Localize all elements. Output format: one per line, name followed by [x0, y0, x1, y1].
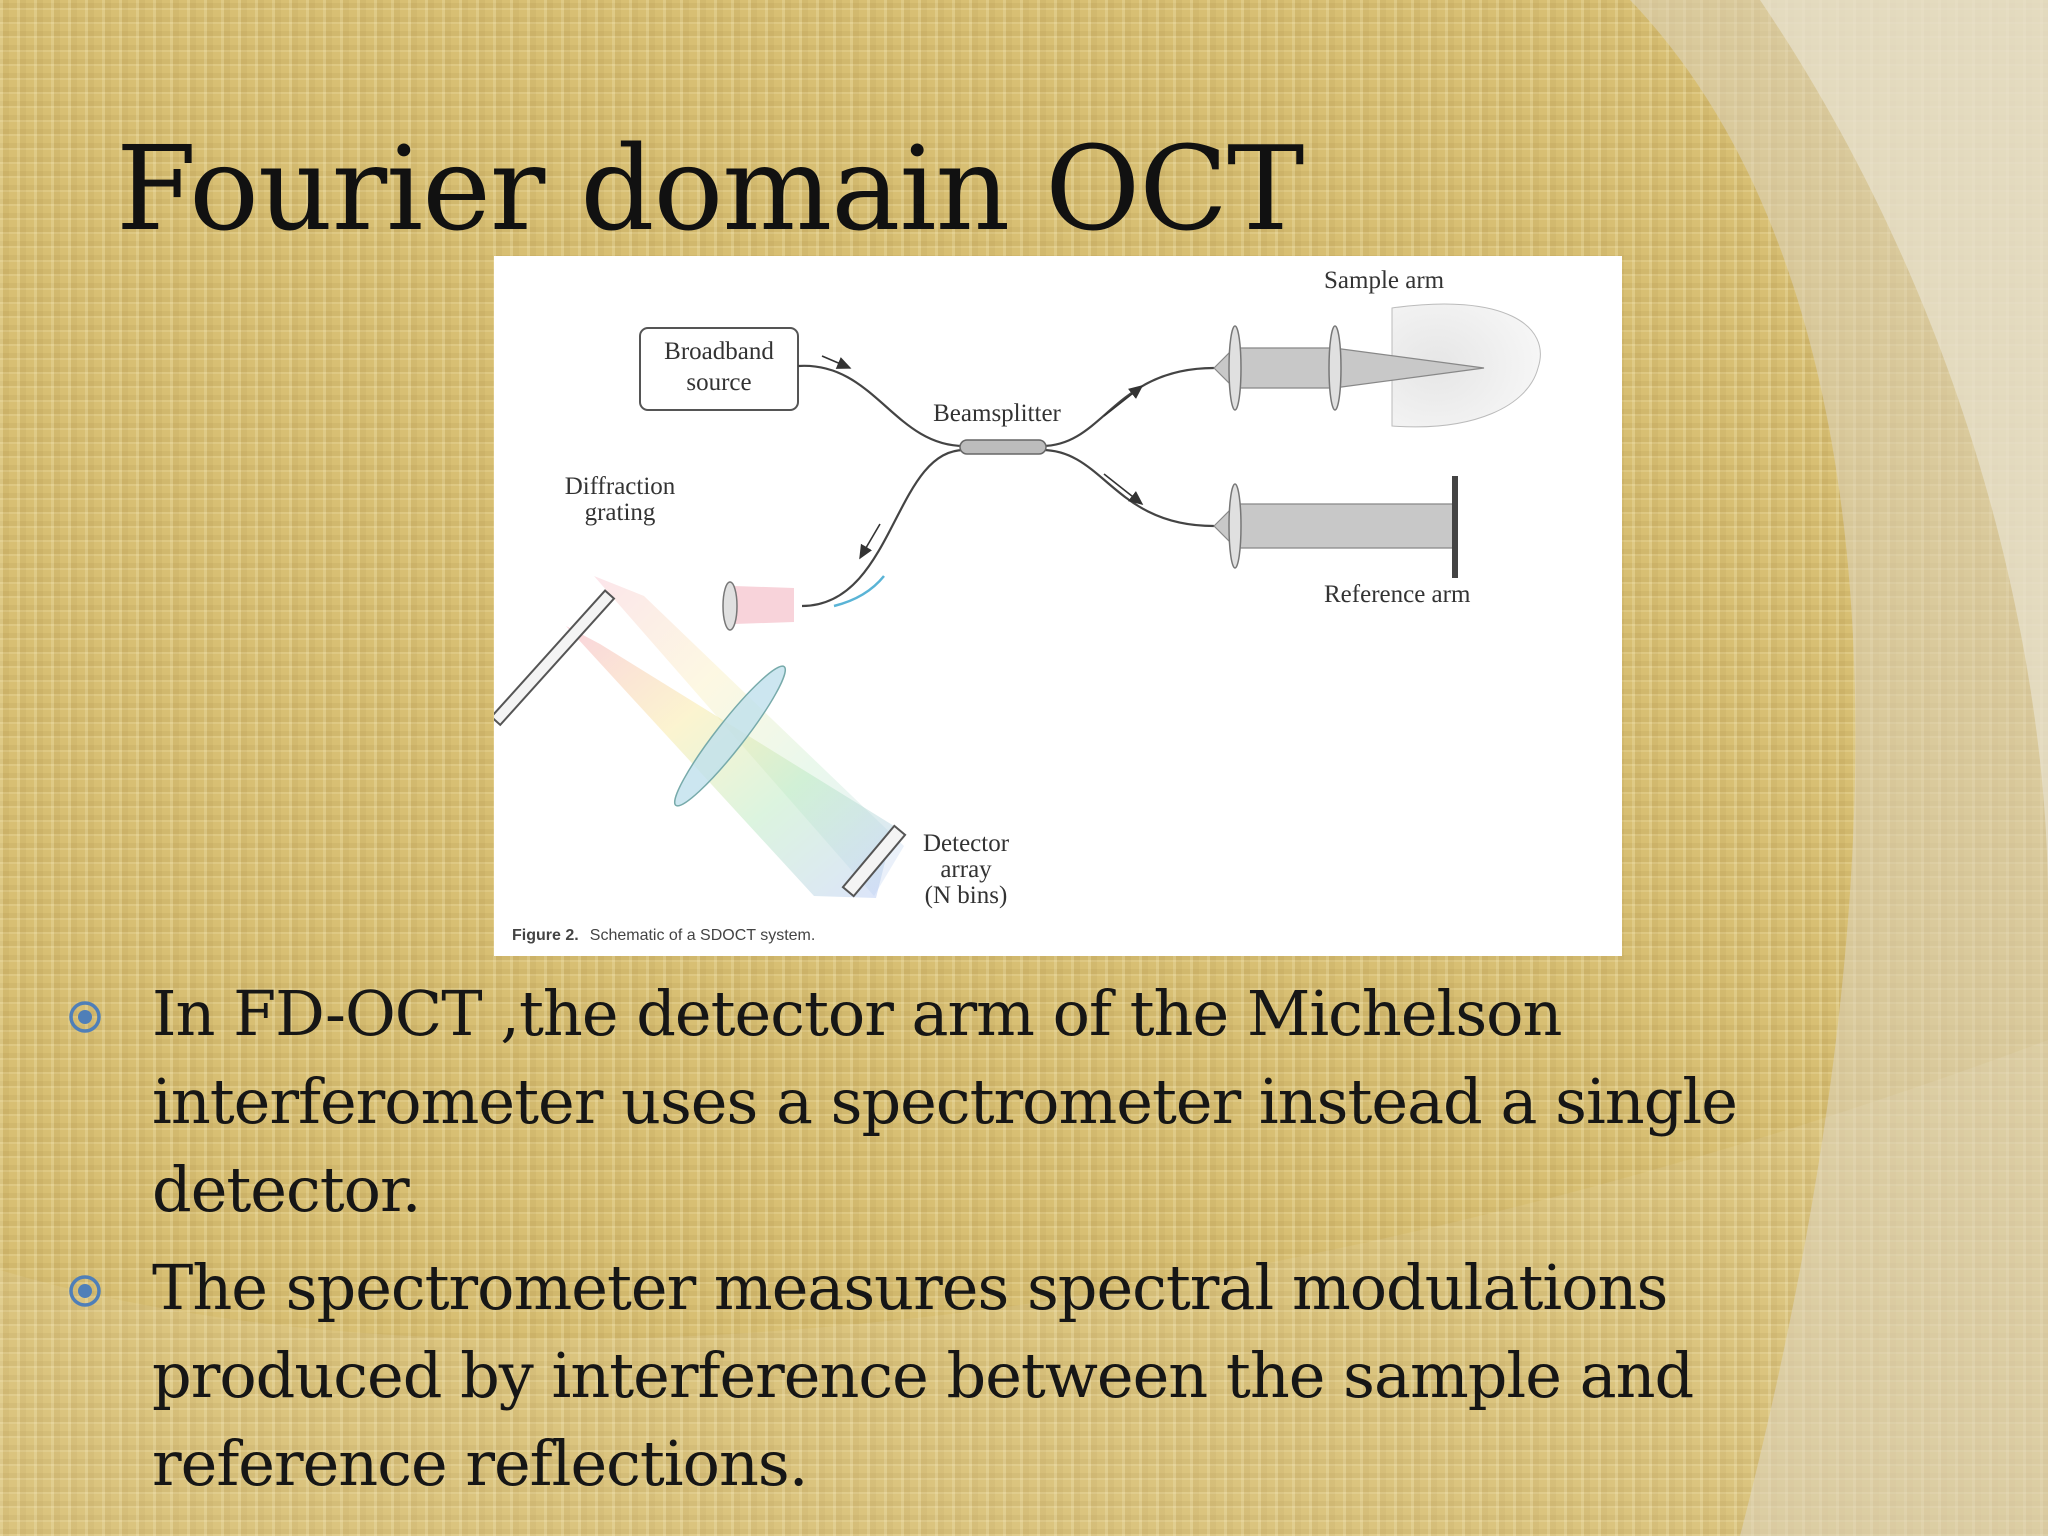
grating-label-2: grating — [585, 499, 656, 526]
broadband-label-2: source — [686, 369, 751, 396]
slide-title: Fourier domain OCT — [116, 122, 1304, 257]
spectrum-fan — [566, 626, 894, 898]
oct-schematic-figure: Broadband source Beamsplitter Sample arm — [494, 256, 1622, 956]
focusing-lens — [673, 665, 787, 807]
reference-lens — [1228, 483, 1242, 569]
broadband-label-1: Broadband — [664, 338, 774, 365]
bullet-item: In FD-OCT ,the detector arm of the Miche… — [60, 970, 1890, 1234]
detector-array — [841, 824, 907, 898]
radio-bullet-icon — [69, 1275, 101, 1307]
radio-bullet-icon — [69, 1001, 101, 1033]
beamsplitter-coupler — [959, 439, 1047, 455]
reference-beam — [1213, 503, 1455, 549]
bullet-text: In FD-OCT ,the detector arm of the Miche… — [152, 977, 1738, 1226]
broadband-source-box — [639, 327, 799, 411]
caption-label: Figure 2. — [512, 927, 579, 944]
arrow-detector — [859, 523, 881, 560]
fiber-reference — [1041, 448, 1215, 528]
caption-text: Schematic of a SDOCT system. — [590, 927, 816, 944]
sample-lens-2 — [1328, 325, 1342, 411]
sample-arm-label: Sample arm — [1324, 267, 1445, 294]
arrow-reference — [1103, 473, 1144, 505]
collimated-beam — [734, 586, 794, 624]
beamsplitter-label: Beamsplitter — [933, 400, 1061, 427]
fiber-detector — [801, 448, 965, 608]
bullet-item: The spectrometer measures spectral modul… — [60, 1244, 1890, 1508]
grating-label-1: Diffraction — [565, 473, 676, 500]
arrow-sample — [1103, 385, 1144, 417]
bullet-list: In FD-OCT ,the detector arm of the Miche… — [60, 970, 1890, 1518]
fiber-sample — [1041, 366, 1215, 448]
reference-mirror — [1452, 476, 1458, 578]
bullet-text: The spectrometer measures spectral modul… — [152, 1251, 1694, 1500]
arrow-source — [821, 355, 852, 369]
collimator-lens — [722, 581, 738, 631]
figure-caption: Figure 2. Schematic of a SDOCT system. — [512, 925, 815, 944]
detector-label-2: array — [940, 856, 992, 883]
fiber-source — [797, 364, 965, 448]
sample-lens-1 — [1228, 325, 1242, 411]
detector-label-1: Detector — [923, 830, 1010, 857]
diffraction-grating — [494, 589, 616, 727]
detector-label-3: (N bins) — [925, 882, 1008, 909]
reference-arm-label: Reference arm — [1324, 581, 1471, 608]
